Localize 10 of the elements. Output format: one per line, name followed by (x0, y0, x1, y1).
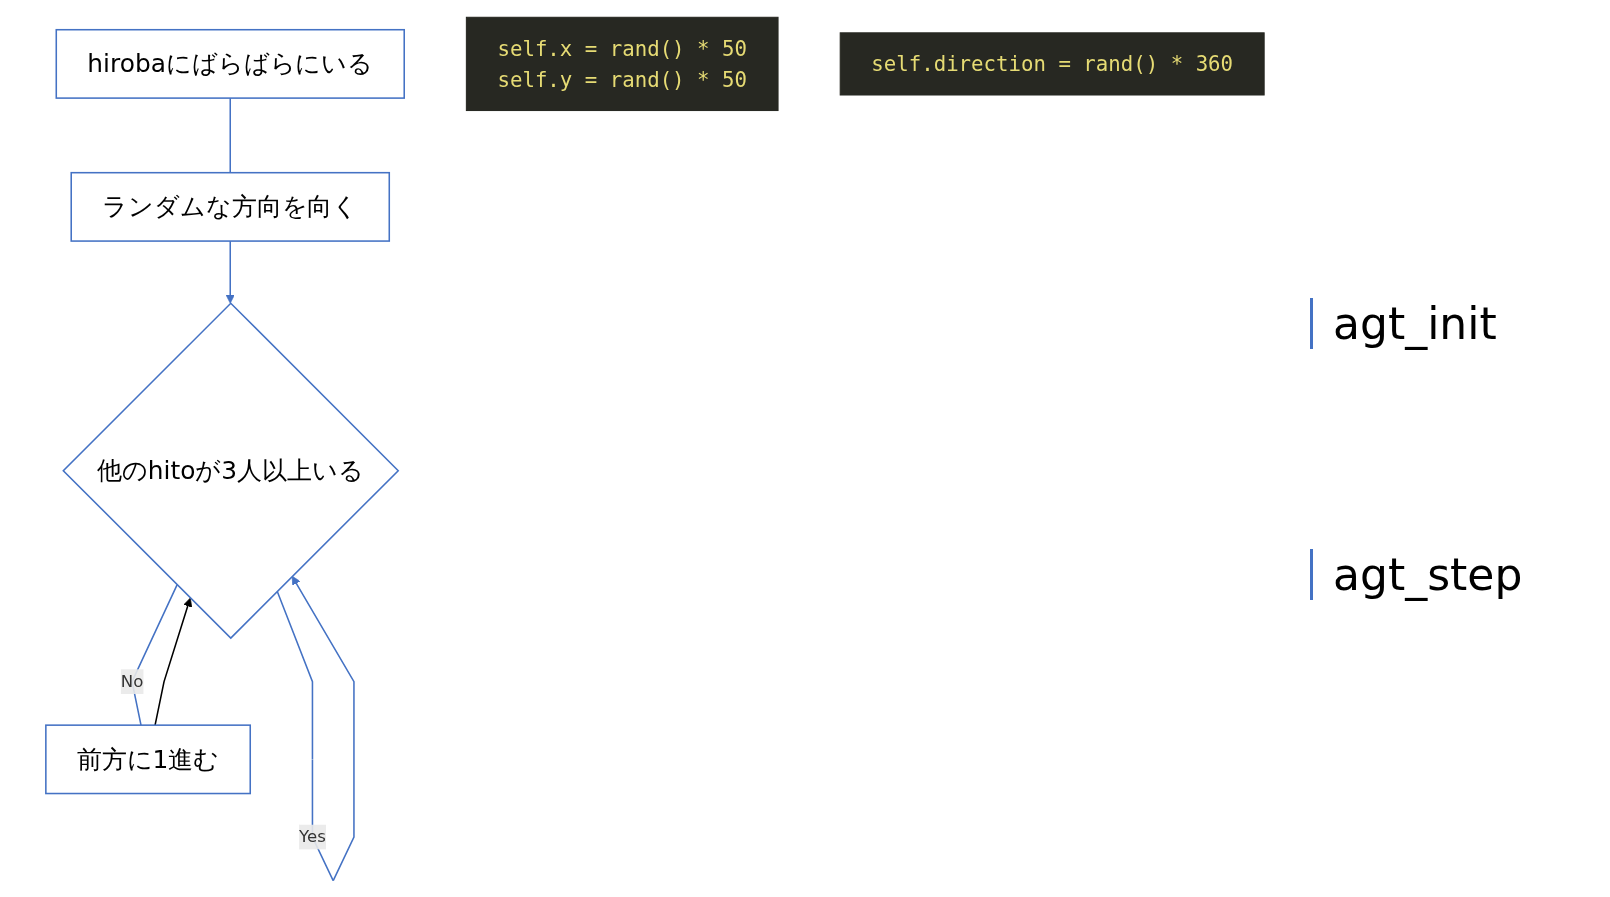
node-diamond: 他のhitoが3人以上いる (62, 301, 400, 639)
edge-label: No (120, 670, 144, 691)
node-box: 前方に1進む (45, 723, 251, 794)
node-box: hirobaにばらばらにいる (55, 28, 405, 99)
node-box: self.direction = rand() * 360 (839, 31, 1265, 95)
bracket-label: agt_init (1310, 297, 1610, 349)
node-box: ランダムな方向を向く (70, 171, 391, 242)
bracket-label: agt_step (1310, 548, 1610, 600)
edge-label: Yes (299, 826, 326, 846)
node-box: self.x = rand() * 50 self.y = rand() * 50 (465, 16, 779, 111)
